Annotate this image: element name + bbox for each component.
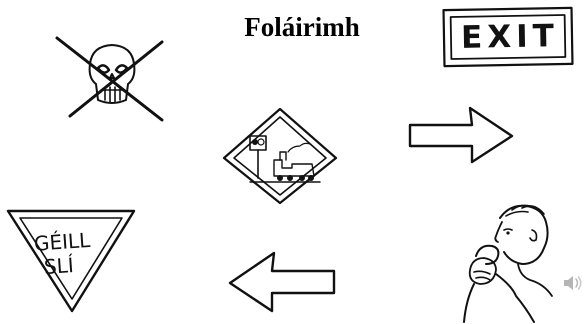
left-arrow-icon [226, 249, 338, 315]
page-title: Foláirimh [244, 12, 360, 42]
yield-sign-line2: SLÍ [43, 253, 74, 279]
crossed-out-skull-icon [52, 34, 172, 124]
right-arrow-icon [406, 104, 518, 166]
exit-sign: EXIT [442, 6, 578, 69]
yield-sign-line1: GÉILL [33, 228, 92, 256]
railway-crossing-sign-icon [220, 106, 340, 206]
yield-sign-icon: GÉILL SLÍ [4, 205, 138, 315]
person-whistling-icon [456, 200, 556, 324]
exit-sign-text: EXIT [460, 18, 560, 56]
speaker-icon[interactable] [563, 274, 583, 292]
